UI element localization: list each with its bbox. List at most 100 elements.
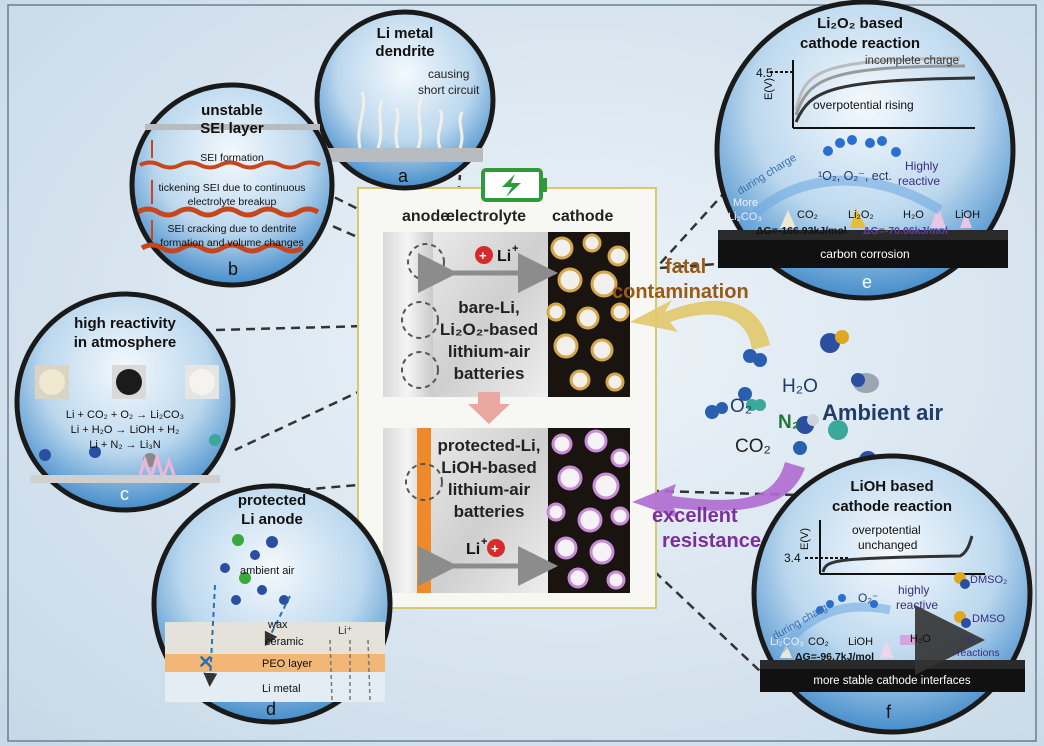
svg-text:+: + [481, 536, 487, 548]
svg-text:SEI formation: SEI formation [200, 152, 264, 164]
svg-text:tickening SEI due to continuou: tickening SEI due to continuous [158, 182, 305, 194]
svg-text:highly: highly [898, 583, 929, 597]
svg-text:Li₂CO₃: Li₂CO₃ [770, 636, 804, 648]
svg-text:resistance: resistance [662, 530, 761, 552]
svg-text:dendrite: dendrite [375, 43, 434, 60]
svg-text:LiOH-based: LiOH-based [441, 458, 536, 477]
label-electrolyte: electrolyte [446, 208, 526, 225]
svg-text:reactive: reactive [896, 598, 938, 612]
svg-text:f: f [886, 702, 892, 722]
svg-text:E(V): E(V) [763, 78, 775, 100]
ambient-air-title: Ambient air [822, 400, 943, 425]
svg-text:no: no [962, 633, 974, 645]
figure-border [7, 4, 1037, 742]
transition-arrow [468, 392, 510, 424]
ambient-co2: CO₂ [735, 436, 771, 457]
svg-text:contamination: contamination [612, 281, 749, 303]
svg-text:bare-Li,: bare-Li, [458, 298, 519, 317]
svg-text:ΔG=-70.06kJ/mol: ΔG=-70.06kJ/mol [863, 225, 948, 237]
panel-a: Li metal dendrite causing short circuit … [314, 9, 496, 191]
bottom-ion-label: Li [466, 541, 480, 558]
svg-text:+: + [512, 243, 518, 255]
svg-text:H₂O: H₂O [910, 633, 931, 645]
svg-text:+: + [479, 248, 487, 263]
svg-text:unstable: unstable [201, 102, 263, 119]
panel-e: Li₂O₂ based cathode reaction E(V) 4.5 in… [714, 0, 1016, 301]
top-li-ion-icon [475, 246, 493, 264]
bottom-cathode [546, 428, 630, 593]
svg-text:lithium-air: lithium-air [448, 342, 531, 361]
svg-text:LiOH: LiOH [848, 636, 873, 648]
svg-text:Li + N₂ → Li₃N: Li + N₂ → Li₃N [89, 439, 160, 451]
svg-text:H₂O: H₂O [903, 209, 924, 221]
svg-text:Li + CO₂ + O₂ → Li₂CO₃: Li + CO₂ + O₂ → Li₂CO₃ [66, 409, 184, 421]
top-focus-circle-2 [401, 301, 439, 339]
top-focus-circle-3 [401, 351, 439, 389]
panel-d: ✕ protected Li anode ambient air Li⁺ wax… [151, 483, 393, 725]
panel-c: high reactivity in atmosphere Li + CO₂ +… [14, 291, 236, 513]
svg-text:+: + [491, 541, 499, 556]
svg-text:batteries: batteries [454, 364, 525, 383]
top-ion-label: Li [497, 248, 511, 265]
svg-text:Li⁺: Li⁺ [338, 625, 353, 637]
svg-text:causing: causing [428, 67, 469, 81]
protective-layer [417, 428, 431, 593]
svg-text:batteries: batteries [454, 502, 525, 521]
svg-text:CO₂: CO₂ [797, 209, 818, 221]
svg-text:lithium-air: lithium-air [448, 480, 531, 499]
svg-text:Li₂CO₃: Li₂CO₃ [728, 211, 762, 223]
resistance-arrow [632, 462, 805, 518]
svg-text:a: a [398, 166, 409, 186]
svg-text:more stable cathode interfaces: more stable cathode interfaces [813, 675, 971, 687]
svg-text:e: e [862, 272, 872, 292]
svg-text:Li metal: Li metal [262, 683, 301, 695]
svg-text:Li₂O₂ based: Li₂O₂ based [817, 15, 903, 32]
svg-text:SEI cracking due to dentrite: SEI cracking due to dentrite [168, 223, 297, 235]
fatal-arrow [630, 300, 770, 350]
bottom-focus-circle [405, 463, 443, 501]
svg-text:formation and volume changes: formation and volume changes [160, 237, 304, 249]
svg-text:Highly: Highly [905, 159, 938, 173]
svg-text:Li anode: Li anode [241, 511, 303, 528]
top-cathode [546, 232, 630, 397]
svg-text:carbon corrosion: carbon corrosion [820, 247, 909, 261]
svg-text:protected: protected [238, 492, 306, 509]
svg-text:c: c [120, 484, 129, 504]
ambient-o2: O₂ [730, 396, 752, 417]
svg-text:PEO layer: PEO layer [262, 658, 312, 670]
svg-text:overpotential: overpotential [852, 523, 921, 537]
svg-text:cathode reaction: cathode reaction [832, 498, 952, 515]
svg-text:✕: ✕ [198, 652, 213, 672]
svg-text:protected-Li,: protected-Li, [438, 436, 541, 455]
svg-text:ΔG=-96.7kJ/mol: ΔG=-96.7kJ/mol [795, 651, 874, 663]
svg-text:E(V): E(V) [799, 528, 811, 550]
svg-text:ceramic: ceramic [265, 636, 304, 648]
svg-text:short circuit: short circuit [418, 83, 480, 97]
svg-text:unchanged: unchanged [858, 538, 917, 552]
svg-text:reactive: reactive [898, 174, 940, 188]
svg-text:More: More [733, 197, 758, 209]
panel-f: LiOH based cathode reaction E(V) 3.4 ove… [751, 453, 1033, 735]
ambient-h2o: H₂O [782, 376, 818, 397]
svg-text:Li metal: Li metal [377, 25, 434, 42]
svg-text:cathode reaction: cathode reaction [800, 35, 920, 52]
bottom-li-ion-icon [487, 539, 505, 557]
label-cathode: cathode [552, 208, 613, 225]
svg-text:in atmosphere: in atmosphere [74, 334, 177, 351]
panel-b: unstable SEI layer SEI formation tickeni… [129, 82, 335, 288]
svg-text:Li + H₂O → LiOH + H₂: Li + H₂O → LiOH + H₂ [71, 424, 180, 436]
svg-text:b: b [228, 259, 238, 279]
top-anode [383, 232, 433, 397]
svg-text:4.5: 4.5 [756, 66, 773, 80]
svg-text:LiOH based: LiOH based [850, 478, 933, 495]
svg-text:high reactivity: high reactivity [74, 315, 176, 332]
svg-text:reactions: reactions [957, 647, 1000, 659]
svg-text:3.4: 3.4 [784, 551, 801, 565]
svg-text:SEI layer: SEI layer [200, 120, 264, 137]
svg-text:LiOH: LiOH [955, 209, 980, 221]
svg-text:electrolyte breakup: electrolyte breakup [188, 196, 277, 208]
svg-text:ambient air: ambient air [240, 565, 295, 577]
svg-text:O₂⁻: O₂⁻ [858, 591, 878, 605]
